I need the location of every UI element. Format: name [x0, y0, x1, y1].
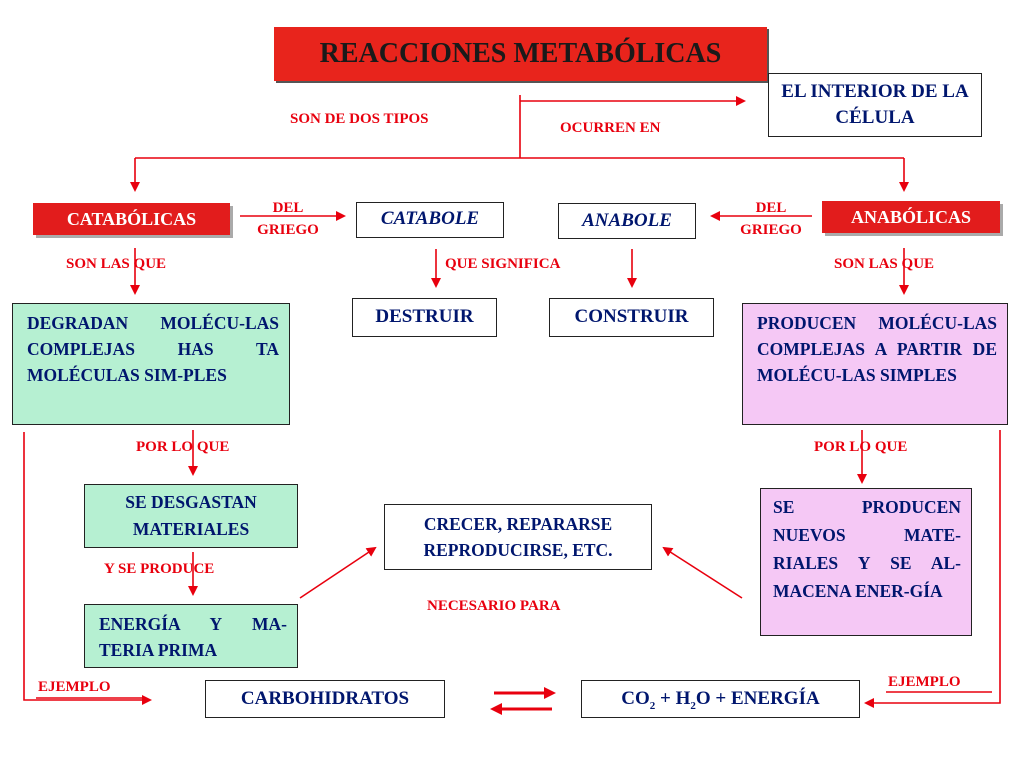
- diagram-title: REACCIONES METABÓLICAS: [274, 27, 767, 81]
- label-son-las-que-left: SON LAS QUE: [66, 256, 167, 272]
- energia-text: O + ENERGÍA: [695, 688, 820, 709]
- label-son-de-dos-tipos: SON DE DOS TIPOS: [290, 111, 429, 127]
- catabole-box: CATABOLE: [356, 202, 504, 238]
- label-del-griego-right: DEL GRIEGO: [740, 200, 802, 238]
- co2-text: CO: [621, 688, 650, 709]
- label-que-significa: QUE SIGNIFICA: [445, 256, 561, 272]
- producen-nuevos-box: SE PRODUCEN NUEVOS MATE-RIALES Y SE AL-M…: [760, 488, 972, 636]
- h2o-text: + H: [655, 688, 691, 709]
- label-y-se-produce: Y SE PRODUCE: [104, 561, 215, 577]
- label-necesario-para: NECESARIO PARA: [427, 598, 561, 614]
- anabolicas-box: ANABÓLICAS: [822, 201, 1000, 233]
- degradan-box: DEGRADAN MOLÉCU-LAS COMPLEJAS HAS TA MOL…: [12, 303, 290, 425]
- label-ejemplo-left: EJEMPLO: [38, 679, 111, 695]
- construir-box: CONSTRUIR: [549, 298, 714, 337]
- label-ocurren-en: OCURREN EN: [560, 120, 661, 136]
- producen-box: PRODUCEN MOLÉCU-LAS COMPLEJAS A PARTIR D…: [742, 303, 1008, 425]
- carbohidratos-box: CARBOHIDRATOS: [205, 680, 445, 718]
- label-por-lo-que-right: POR LO QUE: [814, 439, 908, 455]
- desgastan-box: SE DESGASTAN MATERIALES: [84, 484, 298, 548]
- anabole-box: ANABOLE: [558, 203, 696, 239]
- interior-celula-box: EL INTERIOR DE LA CÉLULA: [768, 73, 982, 137]
- products-box: CO2 + H2O + ENERGÍA: [581, 680, 860, 718]
- label-por-lo-que-left: POR LO QUE: [136, 439, 230, 455]
- crecer-box: CRECER, REPARARSE REPRODUCIRSE, ETC.: [384, 504, 652, 570]
- energia-to-crecer-arrow: [299, 546, 377, 599]
- energia-materia-box: ENERGÍA Y MA-TERIA PRIMA: [84, 604, 298, 668]
- destruir-box: DESTRUIR: [352, 298, 497, 337]
- h2o-subscript: 2: [690, 699, 696, 712]
- producen-to-crecer-arrow: [662, 546, 743, 599]
- co2-subscript: 2: [649, 699, 656, 712]
- label-son-las-que-right: SON LAS QUE: [834, 256, 935, 272]
- label-ejemplo-right: EJEMPLO: [888, 674, 961, 690]
- catabolicas-box: CATABÓLICAS: [33, 203, 230, 235]
- label-del-griego-left: DEL GRIEGO: [257, 200, 319, 238]
